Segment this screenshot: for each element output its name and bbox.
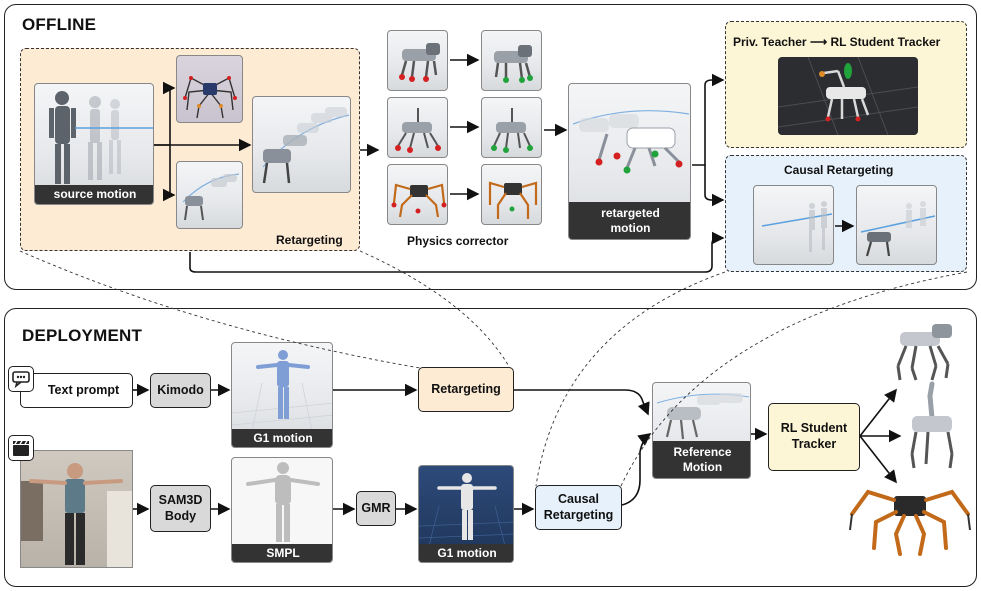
gmr-node: GMR (356, 491, 396, 526)
quadruped-icon (399, 43, 440, 82)
quadruped-arm-icon (778, 57, 918, 135)
hexapod-icon (391, 183, 447, 218)
quadruped-sequence-icon (262, 107, 350, 184)
person-figure-icon (21, 463, 132, 567)
sam3d-body-label: SAM3D Body (158, 492, 203, 523)
source-motion-caption: source motion (35, 185, 153, 204)
hexapod-robot-icon (849, 489, 971, 556)
causal-retargeting-node: Causal Retargeting (535, 485, 622, 530)
humanoid-figure-icon (232, 350, 332, 432)
right-arrow-icon: ⟶ (809, 35, 828, 49)
sam3d-body-node: SAM3D Body (150, 485, 211, 532)
deployment-title: DEPLOYMENT (22, 326, 143, 345)
rl-student-label: RL Student Tracker (780, 421, 848, 451)
reference-motion-image: Reference Motion (652, 382, 751, 479)
smpl-image: SMPL (231, 457, 333, 563)
quadruped-icon (182, 173, 240, 221)
humanoid-figure-icon (49, 91, 153, 184)
physics-output-dog-image (481, 30, 542, 91)
reference-motion-caption: Reference Motion (653, 441, 750, 478)
physics-corrector-label: Physics corrector (407, 234, 509, 248)
g1-motion-top-caption: G1 motion (232, 429, 332, 447)
physics-input-dog-image (387, 30, 448, 91)
source-motion-image: source motion (34, 83, 154, 205)
causal-input-image (753, 185, 834, 265)
hexapod-icon (488, 181, 538, 219)
causal-retargeting-node-label: Causal Retargeting (543, 491, 614, 522)
smpl-caption: SMPL (232, 544, 332, 562)
quadruped-arm-icon (395, 108, 441, 153)
g1-motion-top-image: G1 motion (231, 342, 333, 448)
quadruped-arm-icon (491, 108, 533, 153)
quadruped-sequence-icon (572, 110, 690, 174)
quadruped-robot-icon (896, 324, 952, 381)
g1-motion-bottom-caption: G1 motion (419, 544, 513, 562)
physics-output-humanoid-dog-image (481, 97, 542, 158)
person-photo (20, 450, 133, 568)
body-mesh-icon (246, 462, 320, 542)
g1-motion-bottom-image: G1 motion (418, 465, 514, 563)
quadruped-robot-image (886, 318, 960, 386)
teacher-student-image (778, 57, 918, 135)
humanoid-sequence-icon (761, 201, 833, 252)
dog-retarget-small-image (176, 161, 243, 229)
causal-retargeting-label: Causal Retargeting (784, 163, 894, 177)
gmr-label: GMR (361, 500, 391, 515)
quadruped-icon (494, 45, 533, 83)
quadruped-arm-robot-icon (910, 381, 954, 469)
physics-input-hexapod-image (387, 164, 448, 225)
text-prompt-box: Text prompt (20, 373, 133, 408)
kimodo-label: Kimodo (157, 382, 204, 397)
quadruped-sequence-icon (656, 393, 750, 440)
kimodo-node: Kimodo (150, 373, 211, 408)
rl-student-tracker-text: RL Student Tracker (830, 35, 941, 49)
clapperboard-icon (8, 435, 34, 461)
hexapod-robot-image (846, 478, 974, 558)
causal-output-image (856, 185, 937, 265)
hexapod-icon (183, 76, 237, 119)
quadruped-arm-robot-image (902, 378, 962, 472)
physics-output-hexapod-image (481, 164, 542, 225)
retargeting-node-label: Retargeting (431, 381, 501, 396)
dog-retarget-large-image (252, 96, 351, 193)
priv-teacher-text: Priv. Teacher (733, 35, 807, 49)
chat-icon (8, 366, 34, 392)
retargeting-node: Retargeting (418, 367, 514, 412)
retargeting-label: Retargeting (276, 233, 343, 247)
priv-teacher-label: Priv. Teacher ⟶ RL Student Tracker (733, 35, 940, 49)
offline-title: OFFLINE (22, 15, 97, 34)
text-prompt-label: Text prompt (47, 382, 120, 397)
humanoid-figure-icon (419, 473, 513, 547)
quadruped-icon (860, 201, 936, 257)
rl-student-node: RL Student Tracker (768, 403, 860, 471)
retargeted-motion-caption: retargeted motion (569, 202, 690, 239)
spider-retarget-image (176, 55, 243, 123)
retargeted-motion-image: retargeted motion (568, 83, 691, 240)
physics-input-humanoid-dog-image (387, 97, 448, 158)
